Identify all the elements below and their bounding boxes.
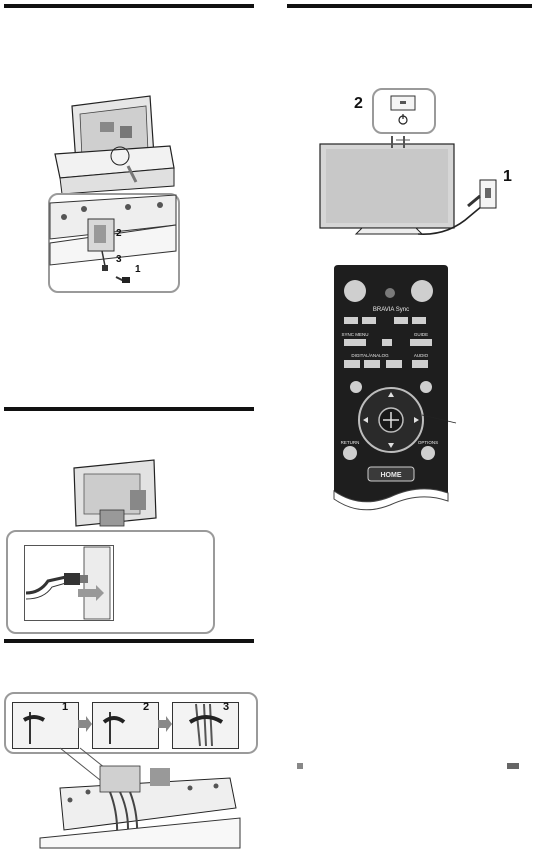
- remote-audio-label: AUDIO: [414, 353, 429, 358]
- cable-step-label-3: 3: [223, 701, 230, 713]
- remote-home-label: HOME: [381, 472, 402, 479]
- note-marker-icon: [297, 763, 303, 769]
- section-rule-power: [287, 4, 532, 8]
- tv-rear-cable-illustration: [39, 747, 241, 849]
- tv-rear-illustration: [73, 459, 157, 527]
- remote-guide-label: GUIDE: [414, 332, 428, 337]
- remote-options-button: [421, 446, 435, 460]
- tv-on-stand-illustration: [54, 95, 175, 195]
- section-rule-connect: [4, 407, 254, 411]
- stand-step-1: 1: [135, 264, 141, 275]
- section-rule-cable: [4, 639, 254, 643]
- tv-front-illustration: [319, 136, 497, 235]
- power-step-2: 2: [354, 95, 363, 112]
- remote-tv-power-button: [344, 280, 366, 302]
- stand-step-3: 3: [116, 254, 122, 265]
- remote-sync-menu-label: SYNC MENU: [341, 332, 368, 337]
- remote-sync-button: [385, 288, 395, 298]
- remote-digital-analog-label: DIGITAL/ANALOG: [351, 353, 389, 358]
- cable-step-label-1: 1: [62, 701, 69, 713]
- remote-return-button: [343, 446, 357, 460]
- power-button-illustration: [390, 95, 416, 125]
- remote-control: BRAVIA Sync SYNC MENU GUIDE DIGITAL/ANAL…: [333, 265, 457, 511]
- stand-screw-illustration: [49, 194, 177, 283]
- power-step-1: 1: [503, 168, 512, 185]
- remote-options-label: OPTIONS: [418, 440, 438, 445]
- section-rule-stand: [4, 4, 254, 8]
- remote-return-label: RETURN: [341, 440, 360, 445]
- digital-badge-icon: [507, 763, 519, 769]
- remote-bravia-sync-label: BRAVIA Sync: [373, 307, 409, 313]
- cable-tie-arrows: [22, 703, 224, 747]
- cable-step-label-2: 2: [143, 701, 150, 713]
- connector-plug-illustration: [25, 546, 111, 620]
- remote-power-button: [411, 280, 433, 302]
- cable-step-panel-2: [92, 702, 159, 749]
- cable-step-panel-1: [12, 702, 79, 749]
- remote-home-button: [367, 466, 415, 482]
- stand-step-2: 2: [116, 228, 122, 239]
